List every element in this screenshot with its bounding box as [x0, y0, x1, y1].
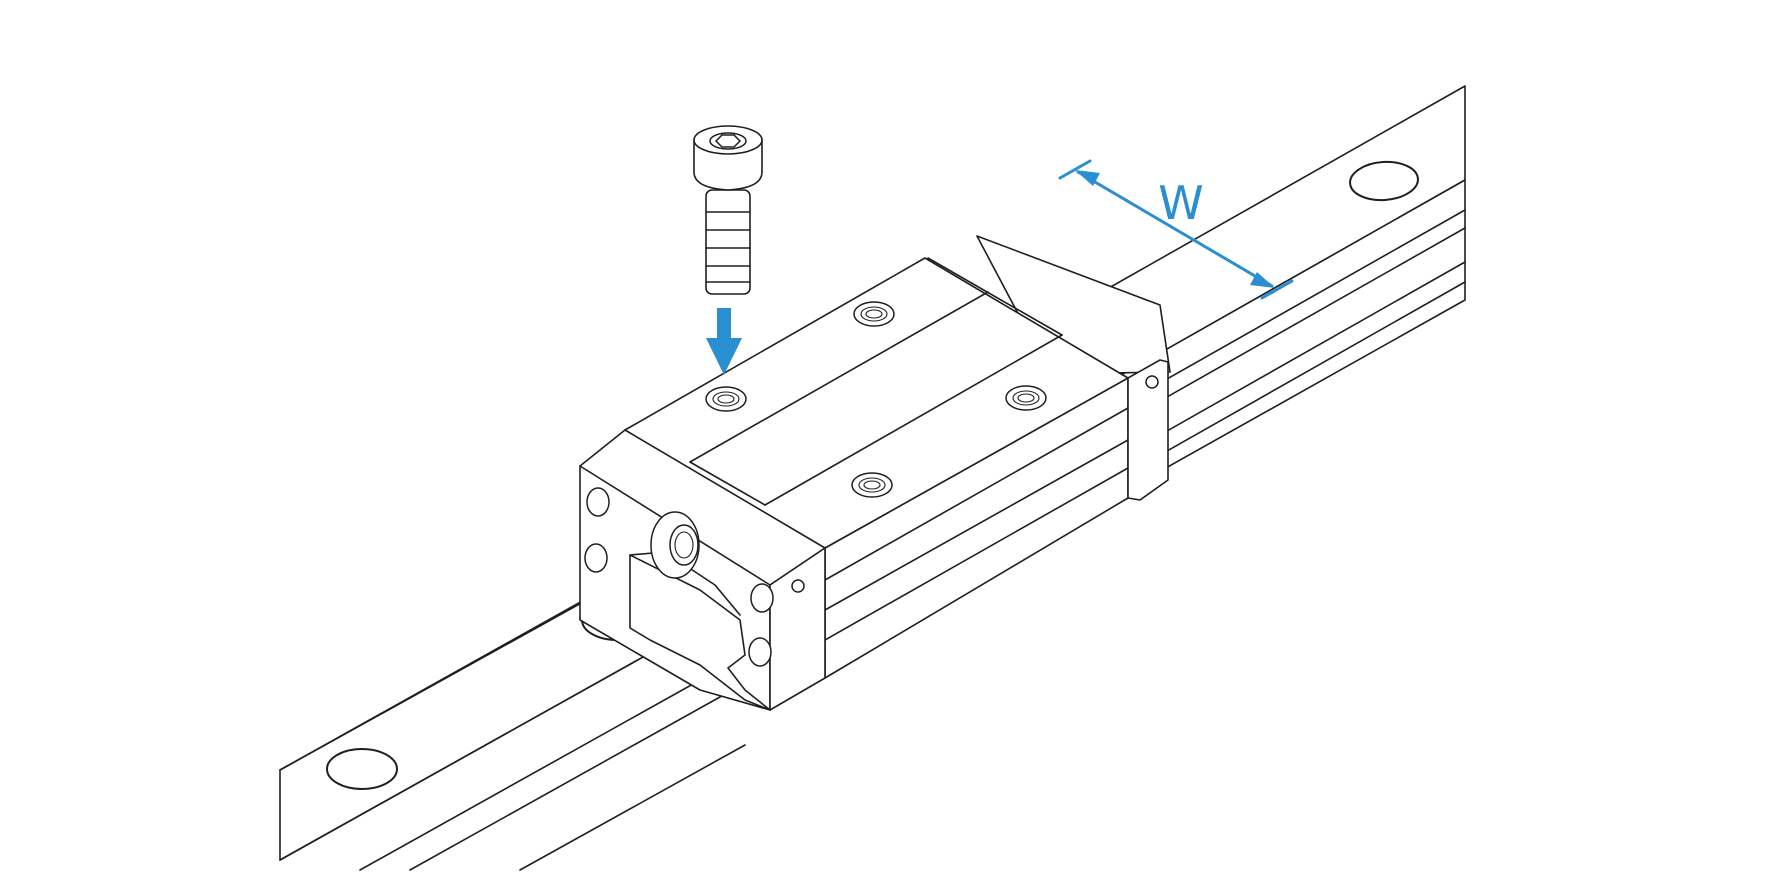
tapped-hole-back-right: [1005, 385, 1047, 411]
linear-guide-carriage: [579, 235, 1171, 711]
tapped-hole-front-right: [851, 472, 893, 498]
tapped-hole-front-left: [705, 386, 747, 412]
cap-screw-icon: [693, 125, 763, 295]
width-dimension-label: W: [1158, 176, 1203, 230]
grease-nipple-port: [650, 511, 700, 579]
rail-mounting-hole-back: [1349, 160, 1419, 202]
rail-mounting-hole-front: [326, 748, 398, 790]
mounting-direction-arrow-icon: [706, 308, 742, 375]
tapped-hole-back-left: [853, 301, 895, 327]
width-dimension: W: [1058, 159, 1294, 300]
